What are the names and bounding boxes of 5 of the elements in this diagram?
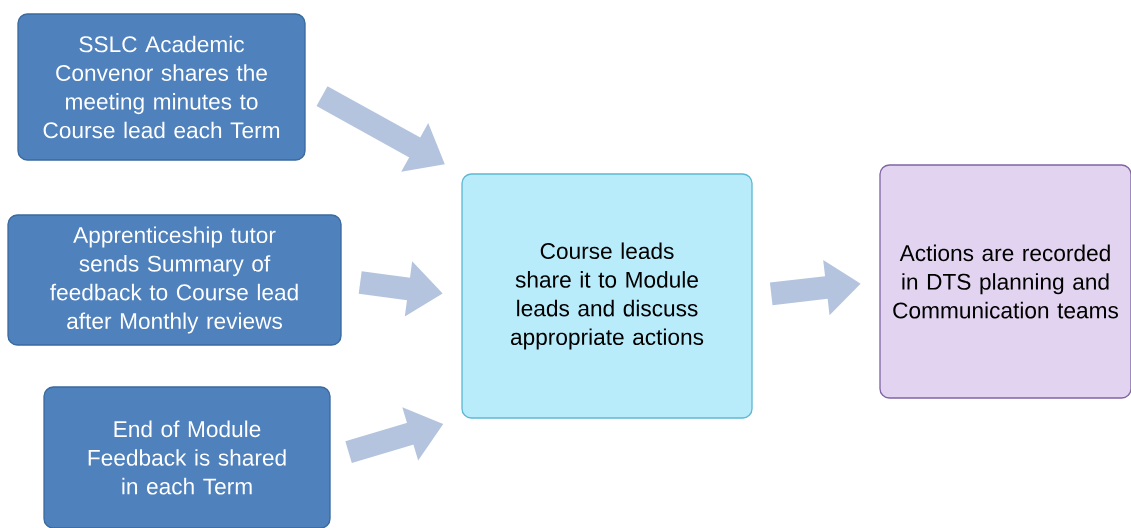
process-box: Course leads share it to Module leads and discuss appropriate actions: [461, 173, 753, 419]
input-box: Apprenticeship tutor sends Summary of feedback to Course lead after Monthly reviews: [7, 214, 342, 346]
input-box: End of Module Feedback is shared in each Term: [43, 386, 331, 528]
result-box: Actions are recorded in DTS planning and Communication teams: [879, 164, 1131, 399]
input-box: SSLC Academic Convenor shares the meeting minutes to Course lead each Term: [17, 13, 306, 161]
